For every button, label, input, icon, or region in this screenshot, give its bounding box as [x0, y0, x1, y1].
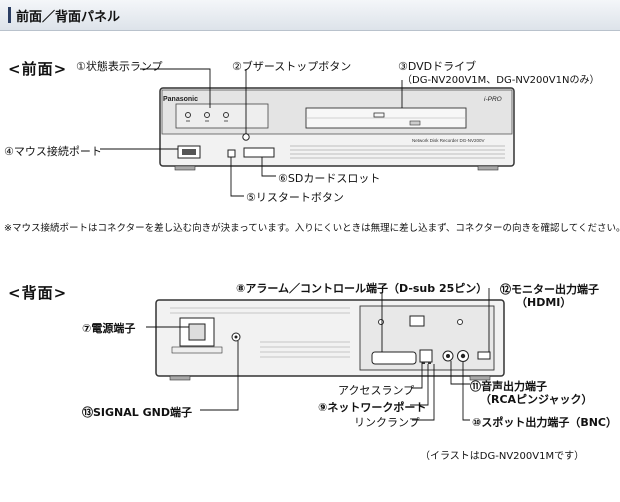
front-leader-lines: [100, 68, 403, 197]
label-dvd-models: （DG-NV200V1M、DG-NV200V1Nのみ）: [402, 75, 600, 86]
rear-leader-lines: [146, 288, 490, 421]
mouse-port-note: ※マウス接続ポートはコネクターを差し込む向きが決まっています。入りにくいときは無…: [4, 223, 620, 234]
label-access-lamp: アクセスランプ: [338, 384, 415, 397]
rear-section-label: <背面>: [8, 284, 68, 302]
label-dvd-drive: ③DVDドライブ: [398, 60, 477, 73]
front-section-label: <前面>: [8, 60, 68, 78]
label-link-lamp: リンクランプ: [354, 416, 420, 429]
label-restart-button: ⑤リスタートボタン: [246, 191, 344, 204]
label-audio-output: ⑪音声出力端子: [470, 380, 547, 393]
device-brand-text: Panasonic: [163, 96, 198, 103]
label-network-port: ⑨ネットワークポート: [318, 401, 427, 414]
label-mouse-port: ④マウス接続ポート: [4, 145, 102, 158]
page-title: 前面／背面パネル: [16, 10, 121, 25]
illustration-caption: （イラストはDG-NV200V1Mです）: [420, 451, 585, 462]
device-model-text: Network Disk Recorder DG-NV200V: [412, 138, 485, 143]
front-panel-device: [159, 87, 515, 171]
label-status-lamp: ①状態表示ランプ: [76, 60, 163, 73]
section-header: 前面／背面パネル: [0, 0, 620, 31]
label-monitor-output: ⑫モニター出力端子: [500, 283, 599, 296]
label-audio-output-rca: （RCAピンジャック）: [480, 393, 593, 406]
label-power-terminal: ⑦電源端子: [82, 322, 136, 335]
label-signal-gnd: ⑬SIGNAL GND端子: [82, 406, 192, 419]
header-accent-bar: [8, 7, 11, 23]
label-alarm-control-terminal: ⑧アラーム／コントロール端子（D-sub 25ピン）: [236, 282, 488, 295]
label-sd-card-slot: ⑥SDカードスロット: [278, 172, 381, 185]
device-logo-text: i-PRO: [484, 96, 502, 103]
label-monitor-output-hdmi: （HDMI）: [516, 296, 572, 309]
rear-panel-device: [155, 299, 505, 381]
label-buzzer-stop-button: ②ブザーストップボタン: [232, 60, 352, 73]
label-spot-output: ⑩スポット出力端子（BNC）: [472, 416, 617, 429]
